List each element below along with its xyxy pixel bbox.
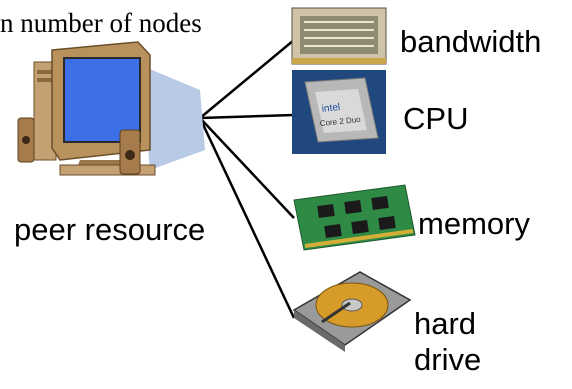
svg-text:Core 2 Duo: Core 2 Duo: [319, 115, 361, 128]
nodes-caption: n number of nodes: [0, 8, 202, 38]
connector-lines: [198, 39, 296, 319]
svg-text:intel: intel: [321, 102, 340, 115]
computer-icon: [17, 41, 205, 176]
cpu-chip-icon: intel Core 2 Duo: [292, 70, 386, 154]
memory-label: memory: [418, 206, 530, 241]
bandwidth-label: bandwidth: [400, 24, 542, 59]
peer-resource-label: peer resource: [14, 212, 206, 247]
network-card-icon: [291, 7, 387, 65]
connector-line-memory: [199, 117, 295, 219]
connector-line-bandwidth: [199, 39, 295, 119]
monitor-screen: [63, 57, 141, 143]
connector-line-cpu: [199, 113, 295, 120]
hard-drive-icon: [292, 271, 412, 352]
memory-stick-icon: [293, 184, 416, 251]
connector-line-hard-drive: [198, 117, 296, 319]
hard-drive-label: hard drive: [414, 306, 482, 377]
cpu-label: CPU: [403, 101, 469, 136]
monitor-shadow: [140, 65, 205, 170]
